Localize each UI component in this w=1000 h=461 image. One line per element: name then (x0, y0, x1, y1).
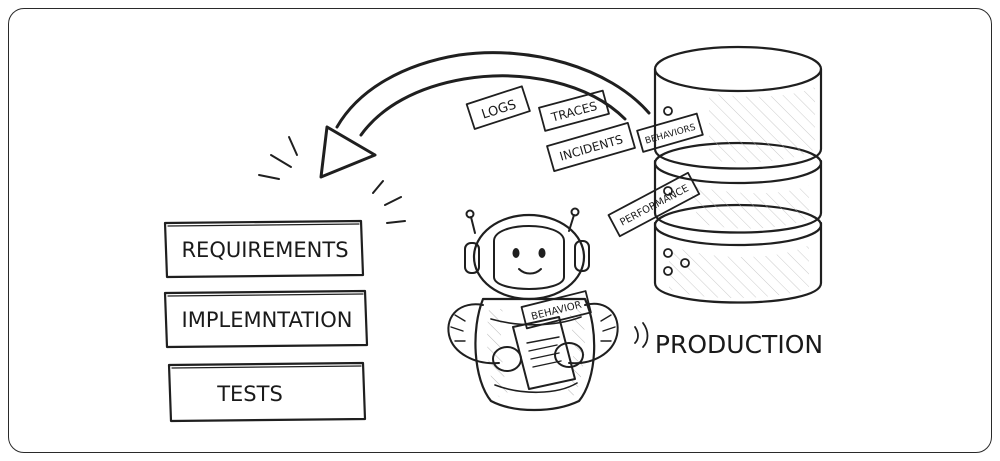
incidents-label: INCIDENTS (558, 132, 625, 163)
tests-box: TESTS (167, 361, 367, 423)
implementation-box: IMPLEMNTATION (163, 289, 369, 349)
requirements-label: REQUIREMENTS (181, 238, 348, 262)
implementation-label: IMPLEMNTATION (182, 308, 353, 332)
performance-tag: PERFORMANCE (607, 171, 701, 238)
diagram-frame: REQUIREMENTS IMPLEMNTATION TESTS LOGS TR… (8, 8, 992, 453)
logs-tag: LOGS (465, 85, 531, 130)
tests-label: TESTS (216, 382, 283, 406)
production-label: PRODUCTION (655, 330, 823, 359)
incidents-tag: INCIDENTS (546, 122, 636, 172)
traces-tag: TRACES (538, 89, 610, 132)
logs-label: LOGS (480, 97, 518, 122)
robot (447, 207, 649, 412)
feedback-arrow (258, 51, 651, 224)
requirements-box: REQUIREMENTS (163, 219, 365, 279)
production-database (653, 45, 823, 304)
sketch-diagram: REQUIREMENTS IMPLEMNTATION TESTS LOGS TR… (163, 45, 823, 423)
